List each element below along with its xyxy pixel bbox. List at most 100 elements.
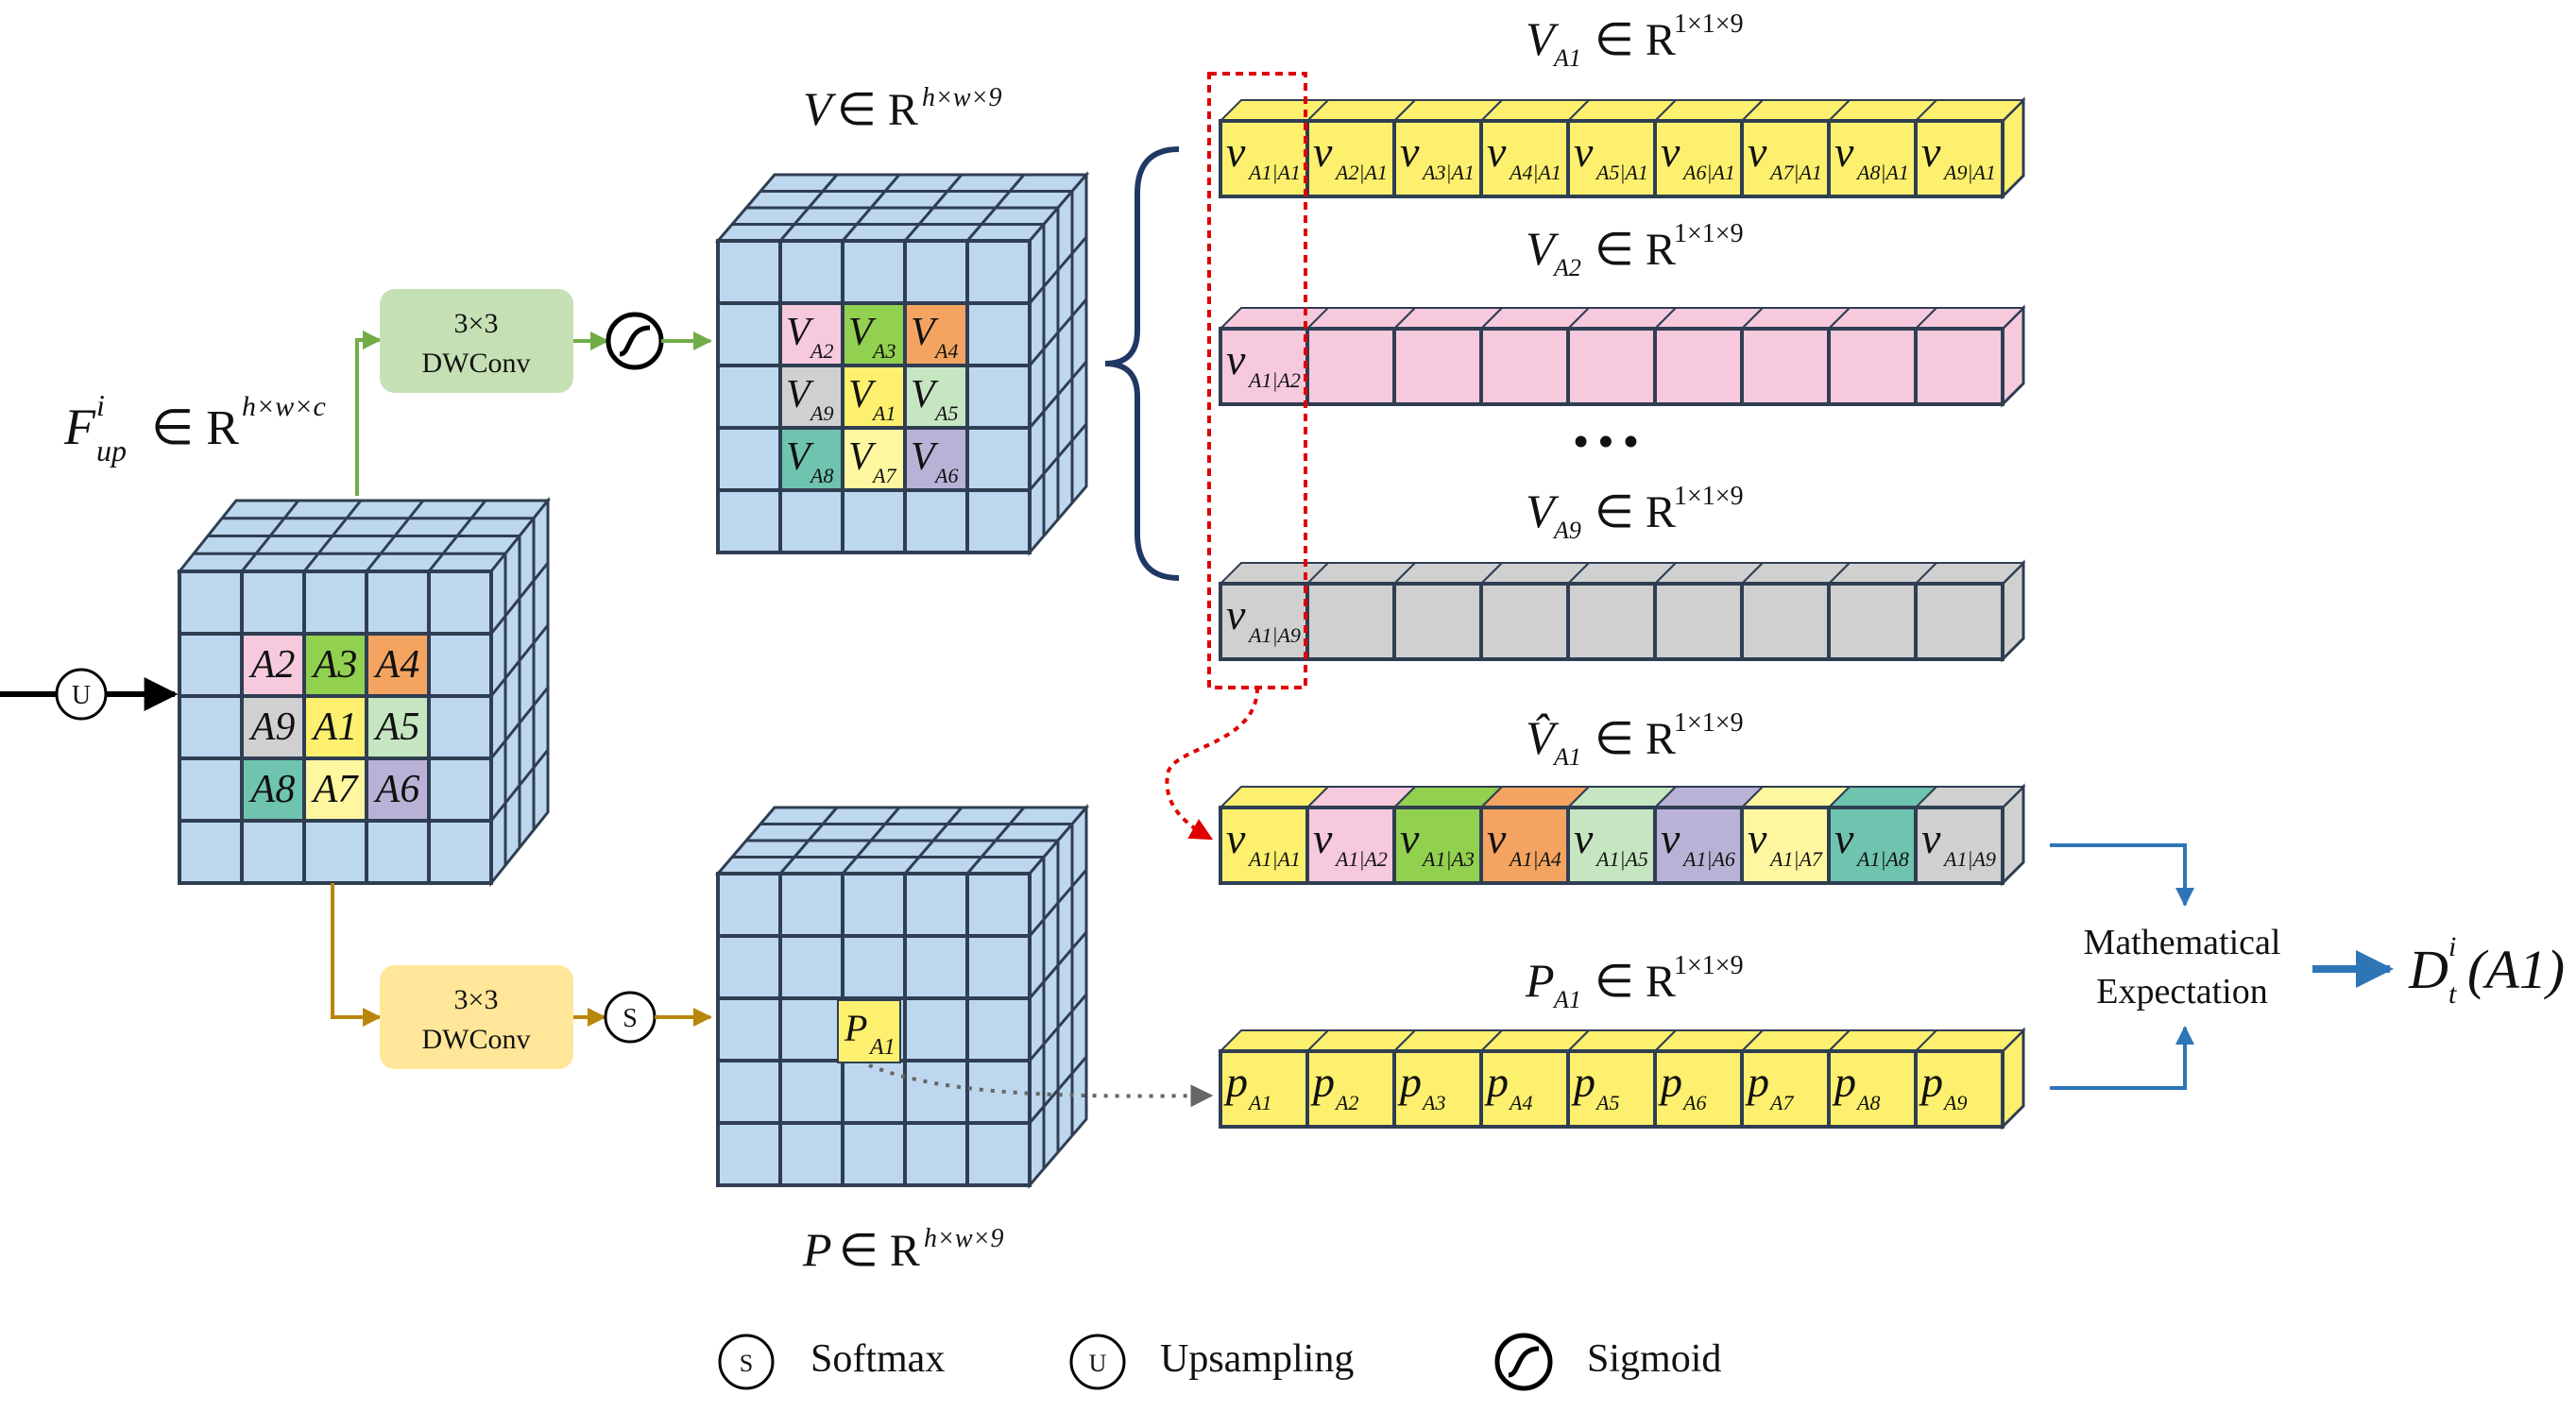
dwconv-bottom-box: 3×3 DWConv <box>380 965 573 1069</box>
vhat-cell <box>1914 806 2005 885</box>
va1-cell-main: v <box>1313 128 1333 176</box>
v-cell-bg <box>907 430 965 488</box>
va1-label-dims: 1×1×9 <box>1674 9 1744 39</box>
vhat-cell-sub: A1|A9 <box>1942 847 1996 871</box>
v-label-rel: ∈ R <box>837 85 918 135</box>
pa1-cell-sub: A1 <box>1247 1091 1271 1114</box>
vhat-cell <box>1740 806 1831 885</box>
upsampling-icon <box>1069 1334 1126 1390</box>
v-cell-main: V <box>786 311 814 354</box>
gold-branch-arrow <box>331 883 382 1027</box>
row-ellipsis: • • • <box>1574 418 1638 465</box>
p-label-rel: ∈ R <box>839 1226 920 1276</box>
v-cell-sub: A7 <box>871 464 896 487</box>
v-cell-bg <box>844 430 903 488</box>
va9-cell <box>1827 582 1918 661</box>
cube-grid-line <box>489 624 550 697</box>
va1-cell-main: v <box>1834 128 1854 176</box>
vhat-cell-sub: A1|A7 <box>1768 847 1823 871</box>
selection-to-vhat-arrow <box>1165 687 1259 841</box>
va1-cell-main: v <box>1574 128 1594 176</box>
input-cell-bg <box>244 760 302 819</box>
v-split-brace <box>1104 146 1180 581</box>
v-cell-main: V <box>786 435 814 479</box>
va2-label-dims: 1×1×9 <box>1674 219 1744 248</box>
pa1-cell <box>1827 1049 1918 1129</box>
sigmoid-curve-icon <box>1508 1346 1540 1378</box>
p-label-main: P <box>802 1223 832 1276</box>
va2-cell <box>1305 327 1396 406</box>
va9-label-rel: ∈ R <box>1595 487 1676 537</box>
v-cell-main: V <box>911 311 939 354</box>
pa1-cell <box>1479 1049 1570 1129</box>
vhat-cell-main: v <box>1313 814 1333 862</box>
va1-cell-main: v <box>1921 128 1941 176</box>
input-cell-label: A4 <box>373 643 420 687</box>
input-cell-label: A9 <box>248 706 296 749</box>
cube-grid-line <box>489 562 550 635</box>
pa1-cell-sub: A2 <box>1334 1091 1358 1114</box>
legend-sigmoid-label: Sigmoid <box>1587 1337 1721 1381</box>
va1-cell-main: v <box>1226 128 1246 176</box>
va1-cell-main: v <box>1400 128 1420 176</box>
p-label-dims: h×w×9 <box>924 1224 1003 1253</box>
va9-cell <box>1305 582 1396 661</box>
va1-cell <box>1305 119 1396 198</box>
va9-cell <box>1479 582 1570 661</box>
v-cell-sub: A4 <box>933 339 958 363</box>
input-cell-bg <box>368 636 427 694</box>
p-cube-cell-sub: A1 <box>868 1035 896 1060</box>
cube-grid-line <box>489 749 550 822</box>
sigmoid-icon <box>1494 1333 1553 1391</box>
cube-grid-line <box>1028 931 1088 999</box>
va1-cell-main: v <box>1661 128 1680 176</box>
vhat-cell-main: v <box>1834 814 1854 862</box>
pa1-cell-main: p <box>1223 1058 1248 1106</box>
pa1-cell-sub: A6 <box>1681 1091 1706 1114</box>
v-cell-sub: A1 <box>871 401 896 425</box>
p-cell-to-pa1-arrow <box>868 1063 1214 1108</box>
vhat-label-main: V̂ <box>1526 711 1560 764</box>
input-label-dims: h×w×c <box>242 391 326 422</box>
upsample-operator-symbol: U <box>72 681 91 710</box>
pa1-to-expectation-arrow <box>2050 1026 2194 1090</box>
pa1-cell <box>1392 1049 1483 1129</box>
v-cell-main: V <box>848 435 877 479</box>
pa1-cell-sub: A4 <box>1508 1091 1532 1114</box>
va2-cell <box>1914 327 2005 406</box>
va1-cell <box>1914 119 2005 198</box>
v-cell-main: V <box>848 311 877 354</box>
input-cell-label: A7 <box>311 768 360 811</box>
va9-label: V A9 ∈ R 1×1×9 <box>1526 482 1744 544</box>
pa1-label-main: P <box>1525 954 1555 1007</box>
legend-softmax-symbol: S <box>740 1350 753 1377</box>
output-label-sup: i <box>2448 931 2456 962</box>
va9-cell <box>1740 582 1831 661</box>
va2-label-rel: ∈ R <box>1595 225 1676 275</box>
input-cell-label: A2 <box>248 643 296 687</box>
pa1-cell-main: p <box>1484 1058 1509 1106</box>
input-feature-label: F i up ∈ R h×w×c <box>63 388 326 468</box>
cube-grid-line <box>1028 1056 1088 1124</box>
expectation-line1: Mathematical <box>2084 923 2281 962</box>
legend: S Softmax U Upsampling Sigmoid <box>718 1333 1721 1391</box>
output-label-arg: (A1) <box>2467 939 2565 1000</box>
v-cell-bg <box>844 367 903 426</box>
va1-label: V A1 ∈ R 1×1×9 <box>1526 9 1744 72</box>
v-cell-sub: A2 <box>809 339 833 363</box>
upsample-operator-icon: U <box>55 668 108 721</box>
va1-cell <box>1740 119 1831 198</box>
softmax-icon <box>718 1334 775 1390</box>
vhat-cell-sub: A1|A5 <box>1595 847 1648 871</box>
va9-cell <box>1566 582 1657 661</box>
vhat-cell-main: v <box>1661 814 1680 862</box>
vhat-label-rel: ∈ R <box>1595 714 1676 764</box>
pa1-cell-sub: A5 <box>1595 1091 1619 1114</box>
pa1-cell <box>1914 1049 2005 1129</box>
va1-cell-sub: A6|A1 <box>1681 161 1735 184</box>
pa1-cell <box>1219 1049 1309 1129</box>
